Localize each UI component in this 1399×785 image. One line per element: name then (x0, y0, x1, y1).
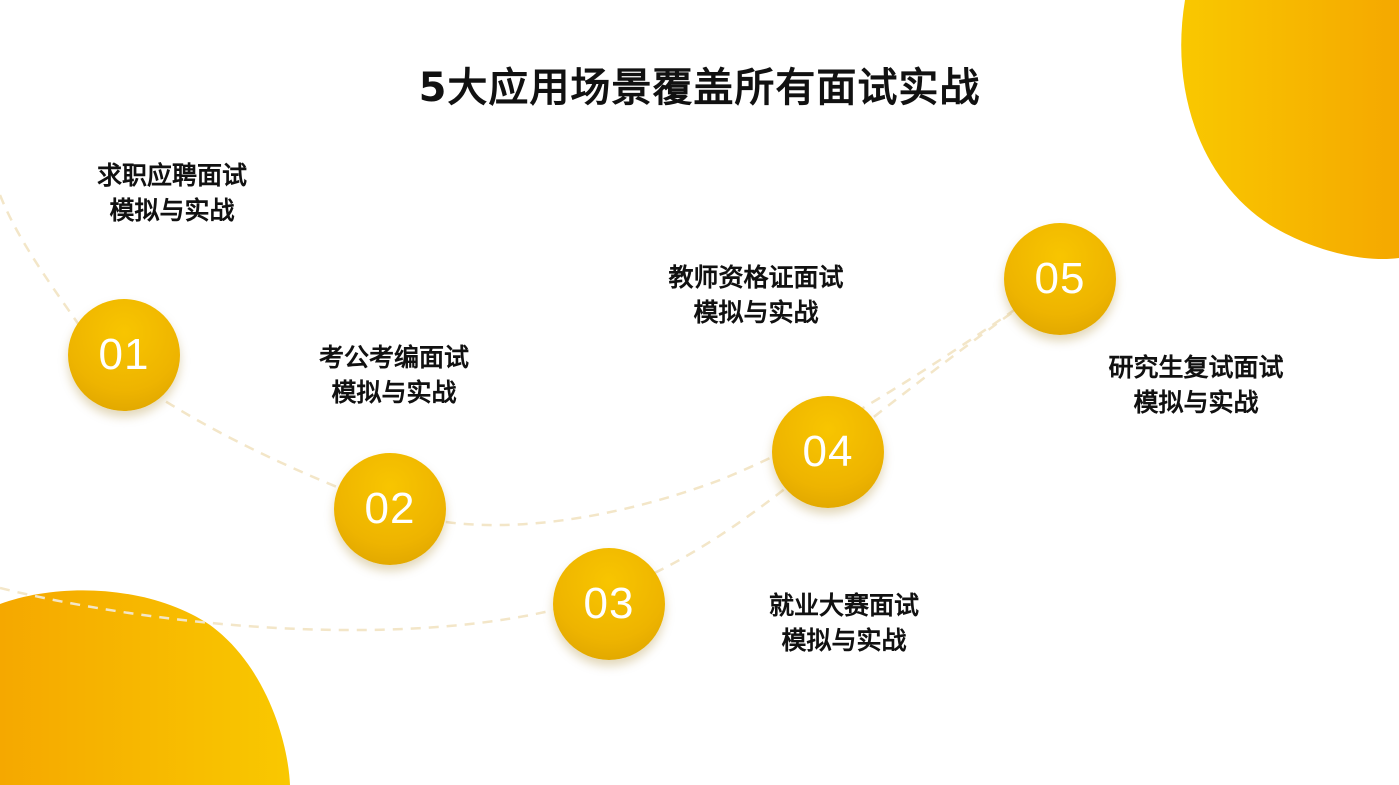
corner-blob-bottom-left (0, 590, 290, 785)
step-05-circle: 05 (1004, 223, 1116, 335)
step-02-label: 考公考编面试 模拟与实战 (244, 340, 544, 410)
journey-path-lower (0, 276, 1061, 632)
step-03-number: 03 (583, 579, 635, 628)
step-04-label: 教师资格证面试 模拟与实战 (606, 260, 906, 330)
step-05-title: 研究生复试面试 (1108, 353, 1284, 382)
corner-blob-top-right (1181, 0, 1399, 260)
step-04-subtitle: 模拟与实战 (693, 298, 819, 327)
step-05-number: 05 (1034, 254, 1086, 303)
step-05-label: 研究生复试面试 模拟与实战 (1046, 350, 1346, 420)
step-04-number: 04 (802, 427, 854, 476)
step-01-number: 01 (98, 330, 150, 379)
step-02-title: 考公考编面试 (318, 343, 469, 372)
step-01-subtitle: 模拟与实战 (109, 196, 235, 225)
step-03-title: 就业大赛面试 (768, 591, 919, 620)
step-01-title: 求职应聘面试 (96, 161, 247, 190)
step-02-number: 02 (364, 484, 416, 533)
page-title: 5大应用场景覆盖所有面试实战 (418, 65, 981, 111)
step-02-subtitle: 模拟与实战 (331, 378, 457, 407)
step-01-circle: 01 (68, 299, 180, 411)
step-04-circle: 04 (772, 396, 884, 508)
step-02-circle: 02 (334, 453, 446, 565)
step-03-subtitle: 模拟与实战 (781, 626, 907, 655)
step-03-label: 就业大赛面试 模拟与实战 (694, 588, 994, 658)
step-05-subtitle: 模拟与实战 (1133, 388, 1259, 417)
step-04-title: 教师资格证面试 (668, 263, 844, 292)
step-03-circle: 03 (553, 548, 665, 660)
step-01-label: 求职应聘面试 模拟与实战 (22, 158, 322, 228)
